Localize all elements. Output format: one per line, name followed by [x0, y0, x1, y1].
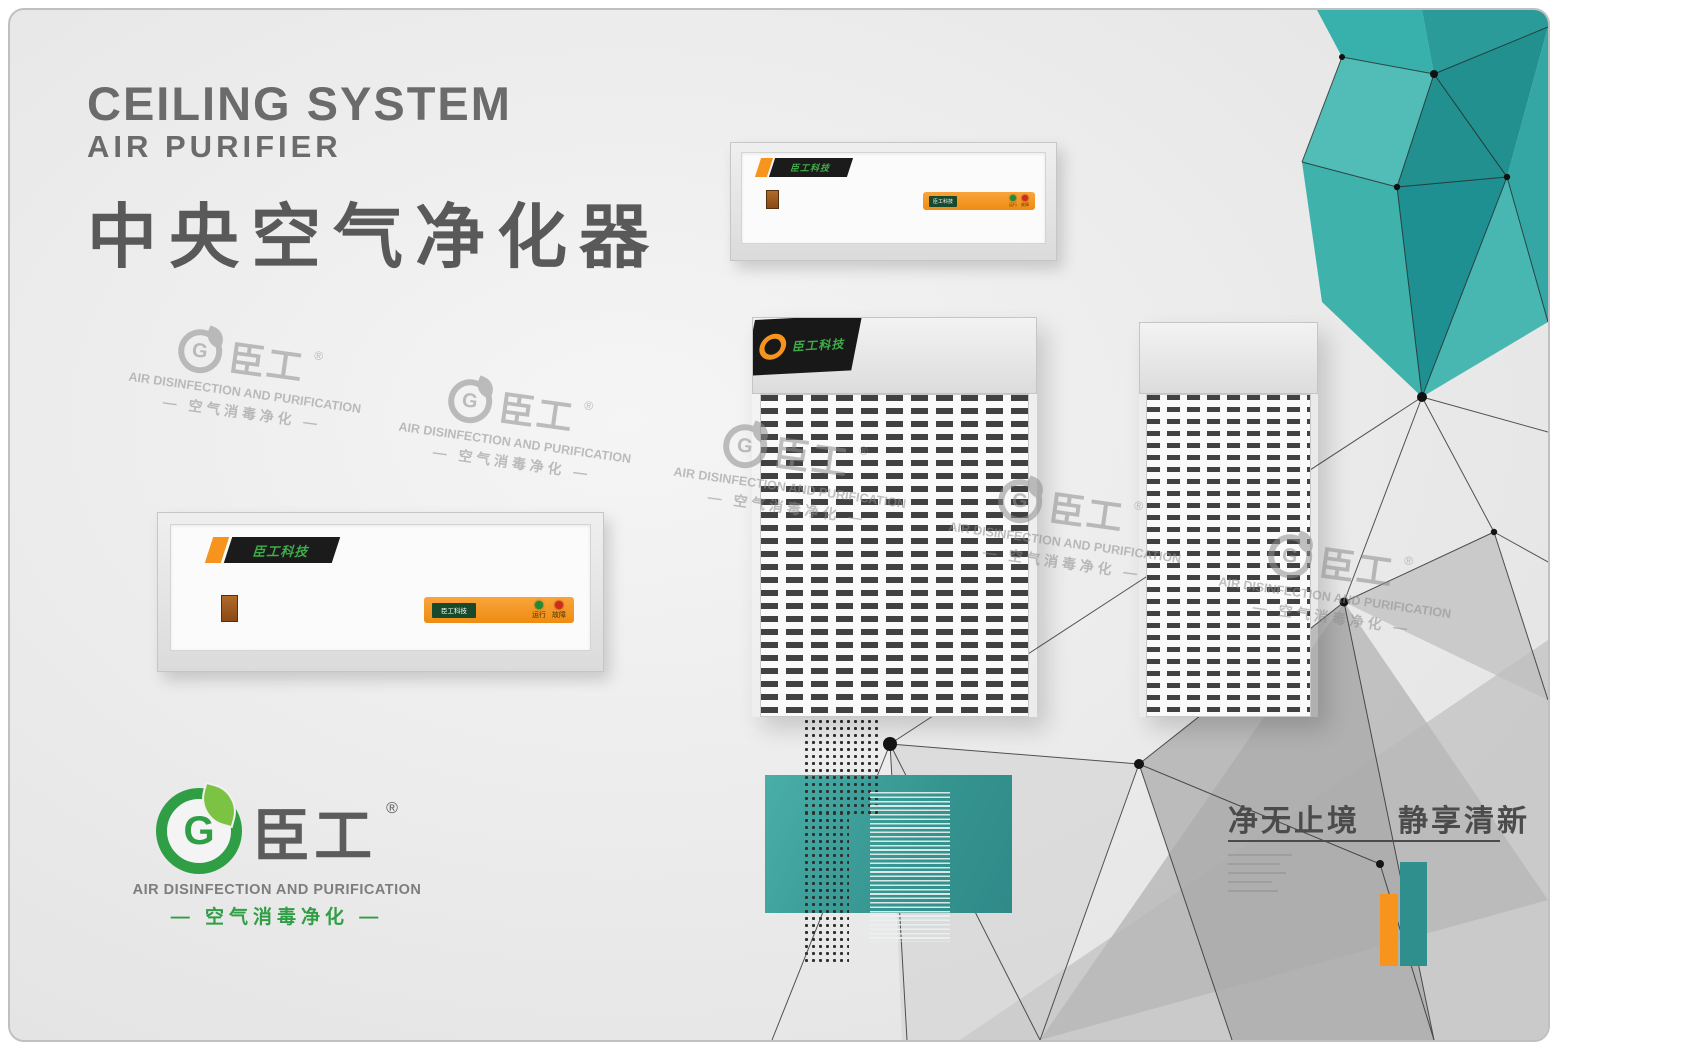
- run-label: 运行: [532, 611, 546, 619]
- line-texture-patch: [870, 792, 950, 942]
- control-strip: 臣工科技 运行 故障: [923, 192, 1035, 210]
- brand-badge: 臣工科技: [754, 158, 854, 177]
- fault-led: [1022, 194, 1028, 201]
- brand-tagline-cn: — 空气消毒净化 —: [170, 907, 384, 928]
- title-en-line1: CEILING SYSTEM: [87, 77, 512, 130]
- panel-face: 臣工科技 臣工科技 运行 故障: [170, 524, 591, 651]
- halftone-dots-top: [803, 718, 879, 816]
- air-grille: [1146, 394, 1311, 717]
- teal-polygon-cluster: [1301, 10, 1548, 402]
- title-cn: 中央空气净化器: [87, 198, 661, 276]
- run-label: 运行: [1009, 201, 1017, 207]
- brand-ring-icon: [757, 333, 789, 361]
- vented-unit-wide: 臣工科技: [752, 317, 1037, 717]
- brand-logo-icon: G: [156, 788, 243, 874]
- unit-top-cap: [1139, 322, 1318, 394]
- power-switch: [766, 190, 779, 209]
- ceiling-panel-small: 臣工科技 臣工科技 运行 故障: [730, 142, 1057, 261]
- panel-face: 臣工科技 臣工科技 运行 故障: [741, 152, 1046, 244]
- unit-brand-badge: 臣工科技: [753, 318, 863, 376]
- logo-letter: G: [183, 808, 215, 853]
- brand-badge: 臣工科技: [204, 537, 341, 563]
- slogan-underline: [1228, 840, 1500, 842]
- mini-brand-badge: 臣工科技: [929, 195, 957, 207]
- badge-label: 臣工科技: [768, 158, 854, 177]
- fault-led: [555, 600, 563, 609]
- poster: CEILING SYSTEM AIR PURIFIER 中央空气净化器 臣工科技…: [8, 8, 1550, 1042]
- registered-mark: ®: [386, 800, 398, 817]
- badge-label: 臣工科技: [223, 537, 341, 563]
- slogan-left: 净无止境: [1228, 805, 1360, 838]
- slogan: 净无止境 静享清新: [1228, 796, 1530, 840]
- unit-top-cap: 臣工科技: [752, 317, 1037, 394]
- accent-bar-orange: [1380, 894, 1398, 966]
- slogan-decor-lines: [1228, 854, 1292, 892]
- accent-bar-teal: [1400, 862, 1427, 966]
- run-led: [535, 600, 543, 609]
- brand-name: 臣工: [252, 804, 377, 869]
- poster-title: CEILING SYSTEM AIR PURIFIER 中央空气净化器: [87, 80, 661, 282]
- unit-badge-label: 臣工科技: [791, 336, 847, 354]
- control-strip: 臣工科技 运行 故障: [424, 597, 574, 623]
- fault-label: 故障: [552, 611, 566, 619]
- run-indicator: 运行: [1009, 194, 1017, 208]
- halftone-dots-column: [803, 810, 849, 962]
- slogan-right: 静享清新: [1398, 805, 1530, 838]
- title-en-line2: AIR PURIFIER: [87, 129, 342, 164]
- air-grille: [760, 394, 1029, 717]
- brand-logo-block: G 臣工 ® AIR DISINFECTION AND PURIFICATION…: [122, 788, 432, 929]
- run-indicator: 运行: [532, 600, 546, 620]
- run-led: [1010, 194, 1016, 201]
- fault-indicator: 故障: [552, 600, 566, 620]
- brand-tagline-en: AIR DISINFECTION AND PURIFICATION: [132, 882, 422, 898]
- vented-unit-narrow: [1139, 322, 1318, 717]
- fault-label: 故障: [1021, 201, 1029, 207]
- ceiling-panel-large: 臣工科技 臣工科技 运行 故障: [157, 512, 604, 672]
- mini-brand-badge: 臣工科技: [432, 602, 476, 618]
- fault-indicator: 故障: [1021, 194, 1029, 208]
- power-switch: [221, 595, 238, 622]
